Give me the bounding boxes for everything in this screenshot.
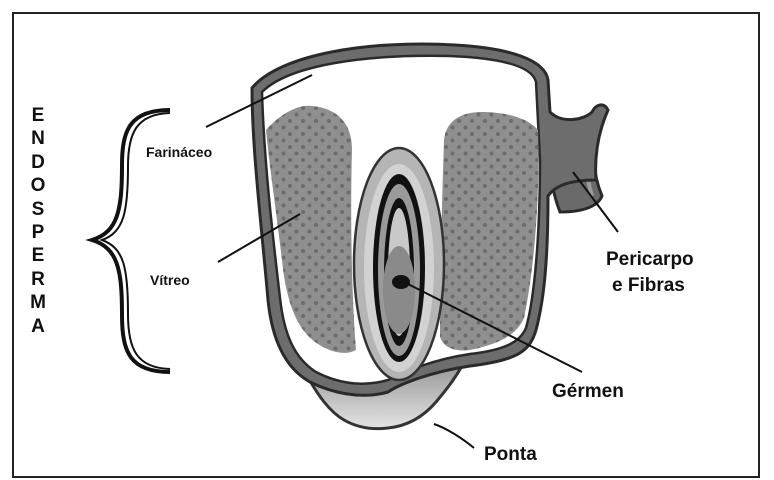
vertical-label-letter: N <box>31 127 45 150</box>
vertical-label-letter: R <box>31 268 45 291</box>
germ-spot <box>392 275 410 289</box>
vertical-label-letter: O <box>31 174 46 197</box>
vitreous-dots-right <box>440 112 538 350</box>
vertical-label-letter: D <box>31 151 45 174</box>
leader-ponta <box>434 424 474 448</box>
vertical-label-letter: A <box>31 315 45 338</box>
germ-core <box>383 246 415 334</box>
label-farinaceo: Farináceo <box>146 144 212 160</box>
vertical-label-letter: M <box>30 291 46 314</box>
label-germen: Gérmen <box>552 380 624 404</box>
label-pericarpo-line1: Pericarpo <box>606 248 694 272</box>
vertical-label-letter: E <box>32 104 45 127</box>
vertical-label-letter: E <box>32 244 45 267</box>
label-pericarpo-line2: e Fibras <box>612 274 685 298</box>
vertical-label-letter: P <box>32 221 45 244</box>
label-ponta: Ponta <box>484 443 537 467</box>
vertical-label-letter: S <box>32 198 45 221</box>
label-vitreo: Vítreo <box>150 272 190 288</box>
